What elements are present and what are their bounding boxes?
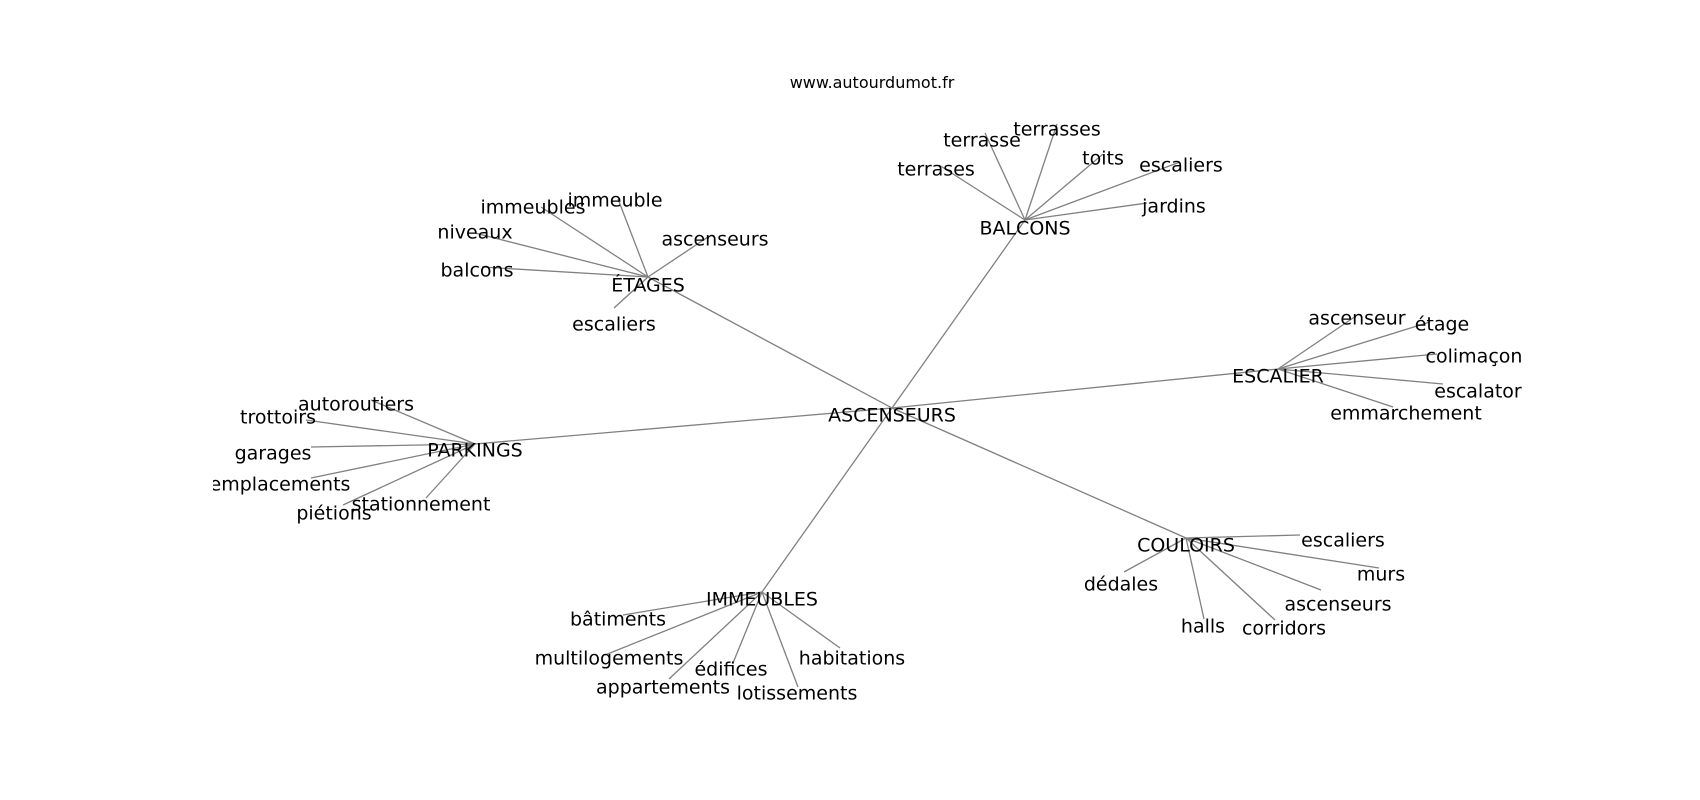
- node-leaf-habitations: habitations: [799, 648, 905, 670]
- edge-parkings-emplacements: [310, 443, 476, 479]
- edge-immeubles-appartements: [668, 591, 763, 680]
- edge-couloirs-dedales: [1123, 537, 1187, 573]
- node-leaf-batiments: bâtiments: [570, 609, 666, 631]
- node-leaf-stationnement: stationnement: [352, 494, 491, 516]
- edge-balcons-escaliers: [1024, 161, 1181, 221]
- node-leaf-immeubles: immeubles: [481, 197, 586, 219]
- edge-center-couloirs: [891, 407, 1187, 539]
- node-hub-couloirs: COULOIRS: [1137, 535, 1235, 557]
- graph-edges: [305, 123, 1444, 688]
- node-leaf-etage: étage: [1415, 314, 1470, 336]
- node-hub-immeubles: IMMEUBLES: [706, 589, 818, 611]
- node-hub-etages: ÉTAGES: [611, 274, 685, 297]
- node-leaf-corridors: corridors: [1242, 618, 1326, 640]
- node-leaf-niveaux: niveaux: [437, 222, 512, 244]
- edge-balcons-terrasse: [984, 132, 1026, 221]
- node-leaf-lotissements: lotissements: [737, 683, 858, 705]
- edge-couloirs-escaliers: [1185, 534, 1301, 539]
- node-hub-balcons: BALCONS: [979, 218, 1070, 240]
- edge-etages-balcons: [481, 266, 649, 278]
- edge-escalier-ascenseur: [1277, 315, 1357, 370]
- edge-etages-niveaux: [474, 232, 649, 278]
- node-leaf-edifices: édifices: [694, 659, 767, 681]
- node-leaf-escalator: escalator: [1434, 381, 1522, 403]
- node-leaf-trottoirs: trottoirs: [240, 407, 316, 429]
- edge-couloirs-halls: [1185, 537, 1205, 620]
- node-leaf-colimacon: colimaçon: [1426, 346, 1523, 368]
- node-hub-escalier: ESCALIER: [1232, 366, 1324, 388]
- edge-balcons-jardins: [1024, 202, 1148, 221]
- node-leaf-halls: halls: [1181, 616, 1225, 638]
- node-leaf-terrasses: terrasses: [1013, 119, 1100, 141]
- node-leaf-multilogements: multilogements: [535, 648, 684, 670]
- node-leaf-ascenseurs: ascenseurs: [1284, 594, 1391, 616]
- node-leaf-terrases: terrases: [897, 159, 975, 181]
- node-leaf-dedales: dédales: [1084, 574, 1158, 596]
- node-leaf-jardins: jardins: [1141, 196, 1206, 218]
- edge-parkings-pietions: [342, 443, 476, 506]
- edge-balcons-terrases: [938, 164, 1026, 221]
- site-watermark: www.autourdumot.fr: [790, 73, 955, 92]
- edge-balcons-terrasses: [1024, 123, 1058, 221]
- edge-center-parkings: [474, 407, 893, 445]
- edge-center-balcons: [891, 219, 1026, 409]
- edge-etages-ascenseurs: [647, 236, 709, 278]
- edge-escalier-etage: [1277, 321, 1431, 370]
- edge-couloirs-corridors: [1185, 537, 1276, 621]
- node-leaf-emmarchement: emmarchement: [1330, 403, 1482, 425]
- node-leaf-balcons: balcons: [441, 260, 514, 282]
- node-leaf-murs: murs: [1357, 564, 1405, 586]
- node-leaf-ascenseurs: ascenseurs: [661, 229, 768, 251]
- edge-immeubles-edifices: [732, 591, 763, 664]
- edge-immeubles-habitations: [761, 591, 841, 649]
- node-leaf-emplacements: emplacements: [210, 474, 351, 496]
- edge-parkings-garages: [310, 443, 476, 448]
- node-center: ASCENSEURS: [828, 405, 956, 427]
- edge-etages-immeuble: [617, 198, 649, 278]
- edge-center-escalier: [891, 368, 1279, 409]
- node-hub-parkings: PARKINGS: [427, 440, 523, 462]
- node-leaf-appartements: appartements: [596, 677, 730, 699]
- edge-center-etages: [647, 276, 893, 409]
- edge-couloirs-ascenseurs: [1185, 537, 1322, 591]
- edge-center-immeubles: [761, 407, 893, 593]
- edge-immeubles-batiments: [622, 591, 763, 616]
- edge-balcons-toits: [1024, 153, 1104, 221]
- edge-etages-immeubles: [540, 206, 649, 278]
- node-leaf-pietions: piétions: [296, 503, 371, 525]
- edge-parkings-stationnement: [425, 443, 476, 499]
- node-leaf-escaliers: escaliers: [572, 314, 656, 336]
- edge-couloirs-murs: [1185, 537, 1380, 569]
- node-leaf-terrasse: terrasse: [943, 130, 1021, 152]
- edge-escalier-emmarchement: [1277, 368, 1394, 408]
- node-leaf-escaliers: escaliers: [1301, 530, 1385, 552]
- node-leaf-toits: toits: [1082, 148, 1124, 170]
- node-leaf-escaliers: escaliers: [1139, 155, 1223, 177]
- edge-escalier-colimacon: [1277, 353, 1438, 370]
- edge-escalier-escalator: [1277, 368, 1444, 385]
- edge-etages-escaliers: [613, 276, 649, 309]
- edge-immeubles-lotissements: [761, 591, 799, 688]
- edge-immeubles-multilogements: [604, 591, 763, 656]
- edge-parkings-autoroutiers: [370, 399, 476, 445]
- node-leaf-immeuble: immeuble: [567, 190, 662, 212]
- node-leaf-garages: garages: [235, 443, 312, 465]
- node-leaf-autoroutiers: autoroutiers: [298, 394, 414, 416]
- node-leaf-ascenseur: ascenseur: [1308, 308, 1405, 330]
- edge-parkings-trottoirs: [305, 419, 476, 445]
